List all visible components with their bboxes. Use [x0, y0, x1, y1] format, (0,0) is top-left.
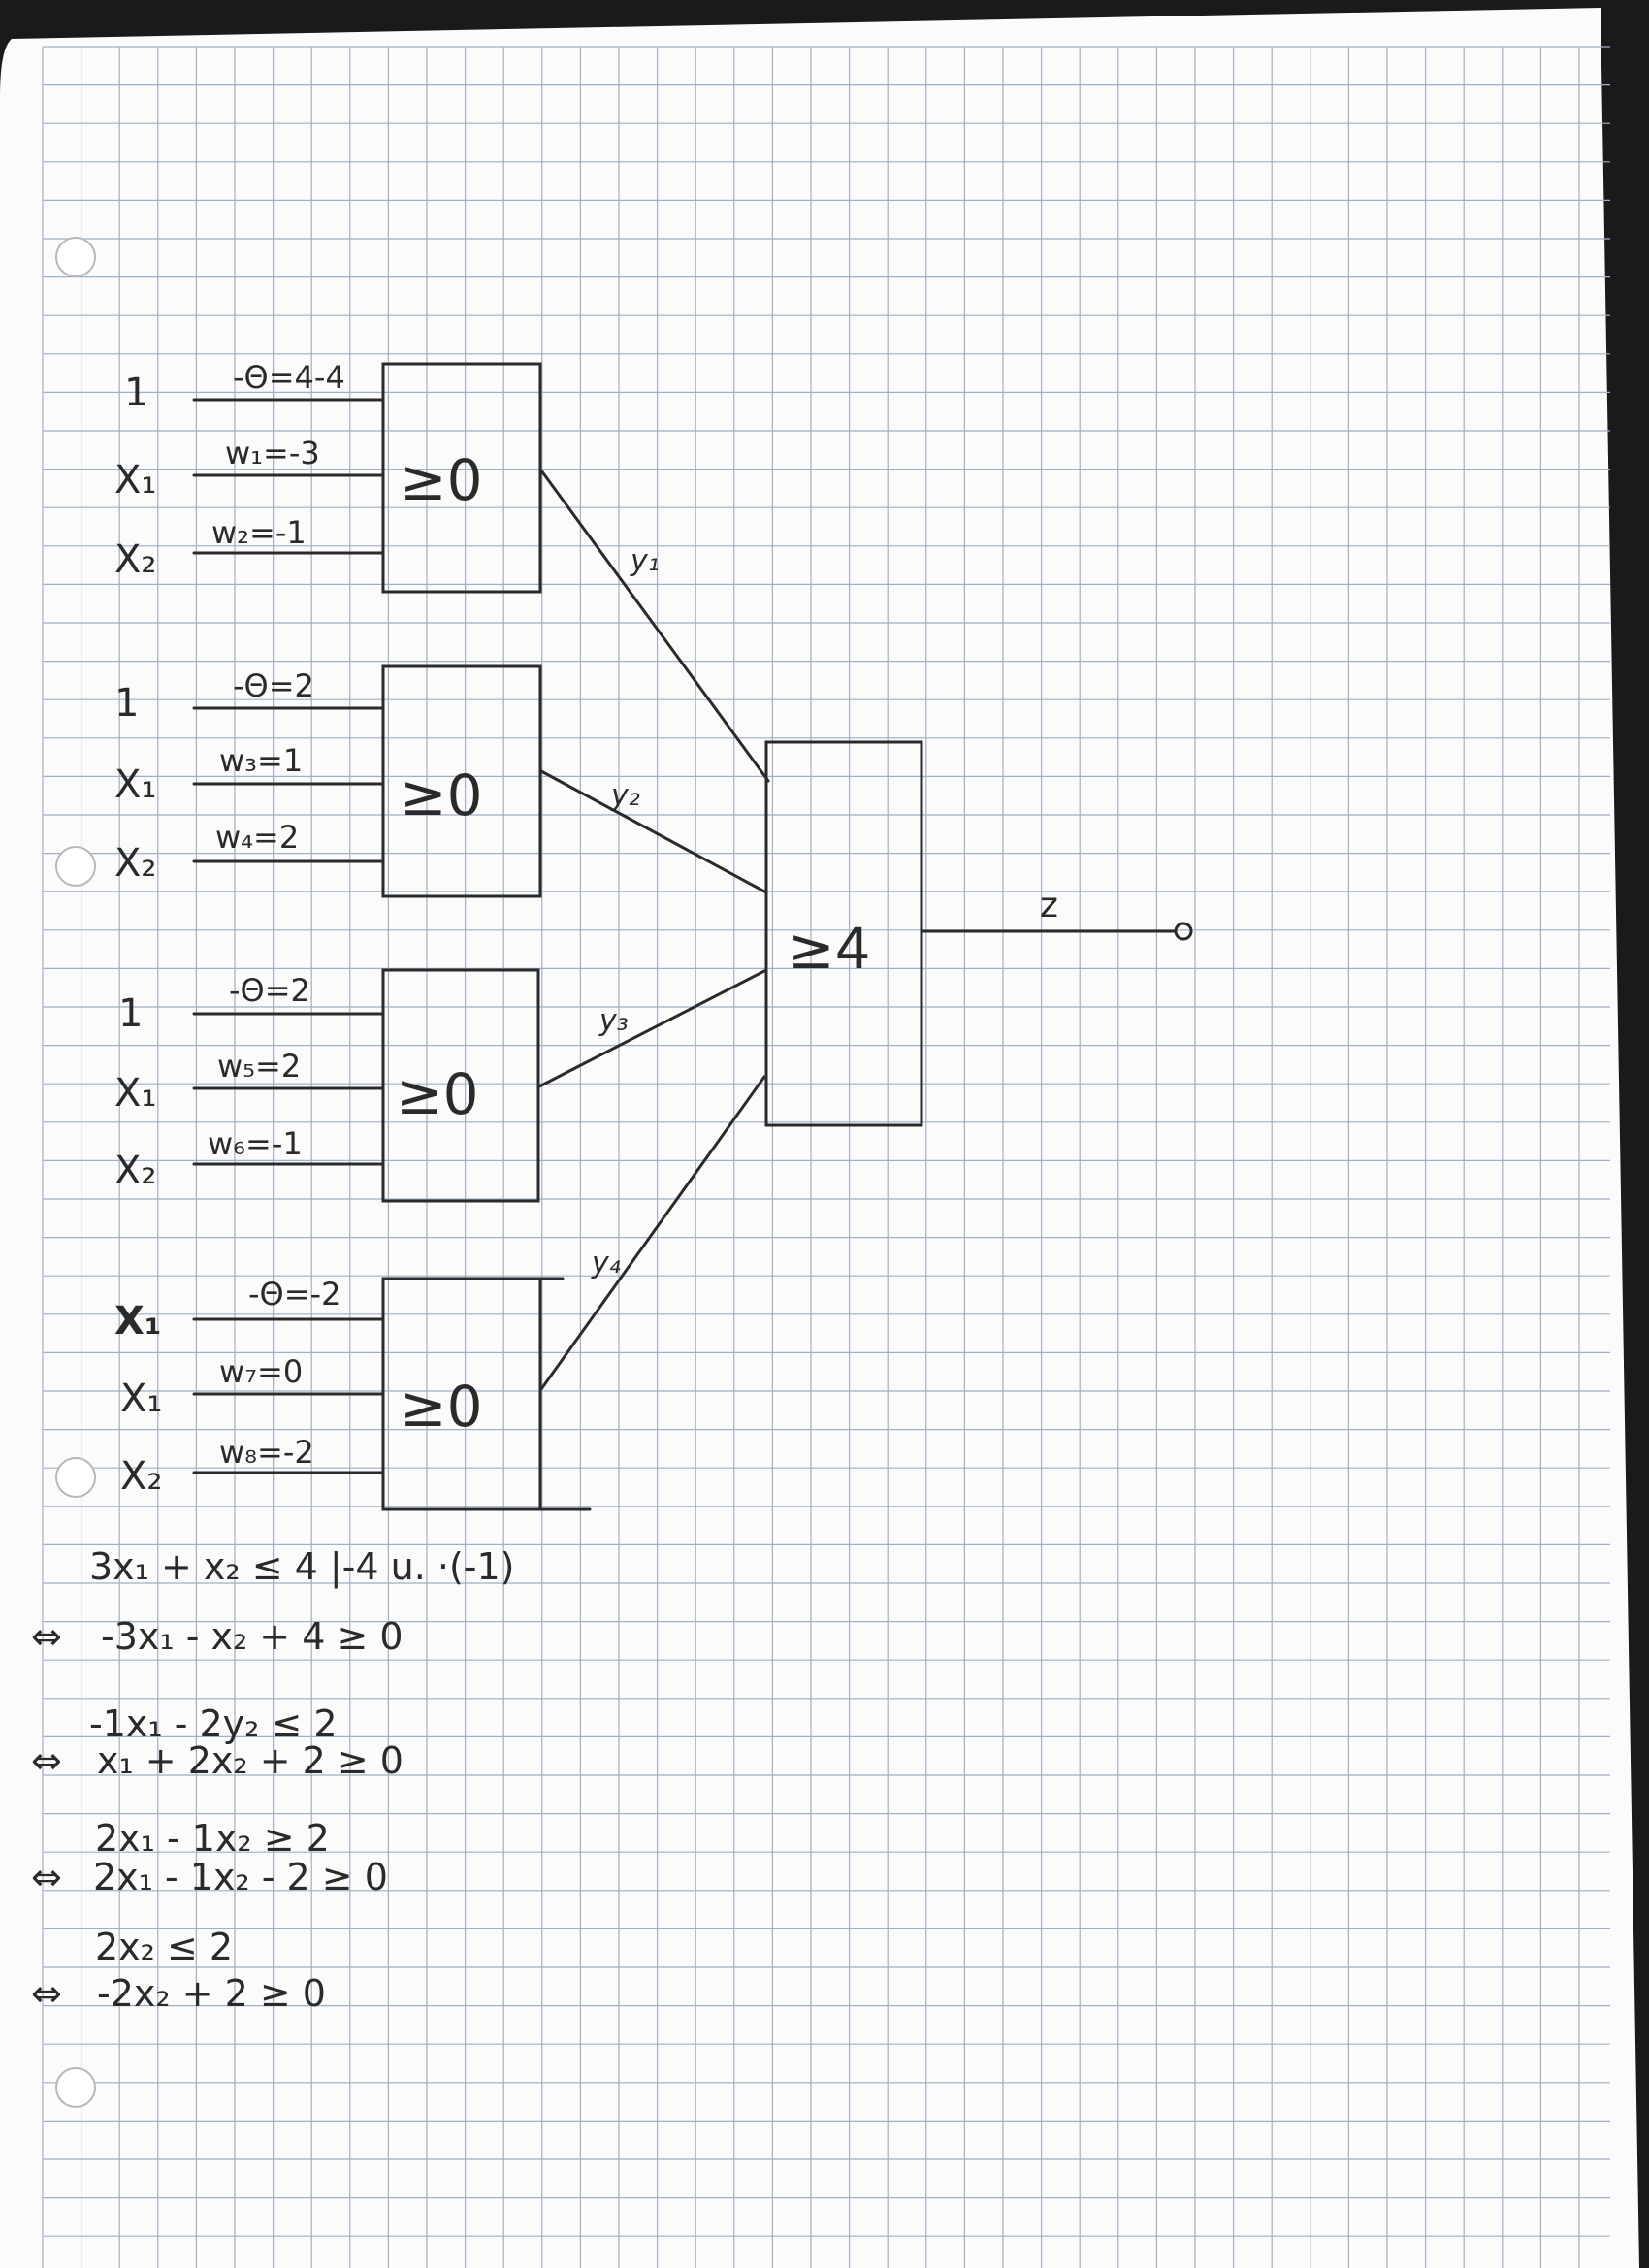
weight-label: -Θ=2: [233, 667, 314, 704]
weight-label: w₁=-3: [225, 435, 320, 471]
input-label: X₁: [120, 1377, 162, 1421]
equation-line: 2x₁ - 1x₂ ≥ 2: [95, 1817, 330, 1860]
threshold-label: ≥0: [400, 447, 483, 513]
neuron-4: X₁ X₁ X₂ -Θ=-2 w₇=0 w₈=-2 ≥0 y₄: [114, 1247, 621, 1511]
equation-line: -2x₂ + 2 ≥ 0: [97, 1972, 326, 2015]
output-label: y₄: [591, 1247, 621, 1280]
equation-line: x₁ + 2x₂ + 2 ≥ 0: [97, 1739, 404, 1782]
equations: ⇔ ⇔ ⇔ ⇔ 3x₁ + x₂ ≤ 4 |-4 u. ·(-1) -3x₁ -…: [31, 1545, 515, 2015]
weight-label: -Θ=2: [229, 972, 310, 1009]
input-label: X₂: [114, 1149, 156, 1193]
punch-hole: [55, 237, 96, 277]
output-label: y₁: [630, 544, 660, 578]
weight-label: w₈=-2: [219, 1434, 314, 1471]
input-label: X₁: [114, 1299, 161, 1344]
input-label: X₂: [114, 841, 156, 886]
connection-y2: [539, 769, 768, 894]
equation-line: -1x₁ - 2y₂ ≤ 2: [89, 1702, 338, 1745]
weight-label: w₇=0: [219, 1353, 303, 1390]
output-label: y₂: [610, 779, 640, 813]
output-label: y₃: [598, 1004, 629, 1038]
input-label: X₁: [114, 458, 156, 502]
input-label: 1: [114, 681, 139, 726]
connection-y3: [537, 968, 768, 1088]
connection-y1: [539, 469, 770, 783]
input-label: 1: [124, 371, 148, 415]
punch-hole: [55, 2067, 96, 2108]
threshold-label: ≥0: [396, 1061, 479, 1127]
weight-label: w₂=-1: [211, 514, 307, 551]
input-label: X₁: [114, 762, 156, 807]
threshold-label: ≥0: [400, 1374, 483, 1440]
neuron-3: 1 X₁ X₂ -Θ=2 w₅=2 w₆=-1 ≥0 y₃: [114, 968, 629, 1203]
equation-line: 3x₁ + x₂ ≤ 4 |-4 u. ·(-1): [89, 1545, 515, 1589]
graph-paper-grid: [42, 46, 1610, 2268]
neuron-box: [381, 664, 542, 898]
punch-hole: [55, 846, 96, 887]
weight-label: w₄=2: [215, 819, 299, 856]
equation-prefix: ⇔: [31, 1615, 62, 1658]
output-threshold-label: ≥4: [788, 916, 871, 982]
weight-label: -Θ=4-4: [233, 359, 345, 396]
threshold-label: ≥0: [400, 762, 483, 828]
equation-line: 2x₂ ≤ 2: [95, 1926, 233, 1968]
connections: [537, 469, 770, 1391]
input-label: 1: [118, 991, 143, 1036]
neuron-2: 1 X₁ X₂ -Θ=2 w₃=1 w₄=2 ≥0 y₂: [114, 664, 640, 898]
input-label: X₂: [114, 537, 156, 582]
weight-label: w₆=-1: [208, 1125, 303, 1162]
output-terminal: [1174, 922, 1193, 941]
neuron-1: 1 X₁ X₂ -Θ=4-4 w₁=-3 w₂=-1 ≥0 y₁: [114, 359, 660, 594]
equation-prefix: ⇔: [31, 1972, 62, 2015]
weight-label: -Θ=-2: [248, 1276, 340, 1312]
punch-holes: [55, 237, 96, 2108]
output-neuron-box: [764, 740, 923, 1127]
equation-prefix: ⇔: [31, 1739, 62, 1782]
equation-line: -3x₁ - x₂ + 4 ≥ 0: [101, 1615, 404, 1658]
input-label: X₂: [120, 1454, 162, 1499]
input-label: X₁: [114, 1071, 156, 1116]
weight-label: w₃=1: [219, 742, 303, 779]
punch-hole: [55, 1457, 96, 1498]
paper-page: [0, 8, 1639, 2268]
output-neuron: ≥4 z: [764, 740, 1193, 1127]
weight-label: w₅=2: [217, 1048, 301, 1085]
output-label: z: [1040, 886, 1058, 925]
equation-line: 2x₁ - 1x₂ - 2 ≥ 0: [93, 1856, 388, 1898]
connection-y4: [539, 1075, 766, 1391]
neuron-box: [381, 362, 542, 594]
equation-prefix: ⇔: [31, 1856, 62, 1898]
